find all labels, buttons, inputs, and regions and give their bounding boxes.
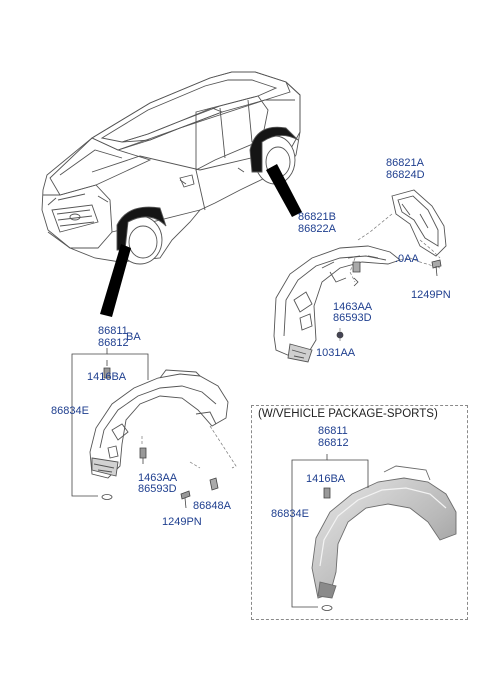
label-rear-screw-upper: 1463AA — [333, 301, 373, 313]
rear-wheel — [249, 126, 299, 185]
sports-fasteners — [321, 487, 333, 611]
rear-fasteners — [336, 259, 442, 339]
front-wheel-guard — [89, 369, 229, 479]
front-fasteners — [101, 367, 219, 509]
label-front-lower: 86812 — [98, 337, 129, 349]
label-front-upper: 86811 — [98, 325, 128, 337]
label-sports-lower: 86812 — [318, 437, 349, 449]
rear-splash-shield — [391, 189, 447, 257]
front-bracket-lines — [71, 348, 149, 497]
label-rear-screw-lower: 86593D — [333, 312, 372, 324]
rear-wheel-guard — [273, 245, 401, 363]
front-callout-arrow — [100, 244, 131, 317]
label-rear-side-lower: 86822A — [298, 223, 336, 235]
sports-package-box — [251, 405, 468, 620]
label-front-upper-partial: BA — [126, 331, 141, 343]
label-rear-nut: 1031AA — [316, 347, 356, 359]
front-callout-lines — [141, 425, 237, 469]
label-front-guard: 86834E — [51, 405, 89, 417]
label-sports-guard: 86834E — [271, 508, 309, 520]
label-sports-upper: 86811 — [318, 425, 348, 437]
label-sports-clip: 1416BA — [306, 473, 346, 485]
label-front-cover: 86848A — [193, 500, 231, 512]
label-rear-lower: 86824D — [386, 169, 425, 181]
rear-callout-arrow — [266, 164, 302, 217]
label-front-screw-lower: 86593D — [138, 483, 177, 495]
label-rear-side-upper: 86821B — [298, 211, 336, 223]
label-front-bolt: 1249PN — [162, 516, 202, 528]
label-front-screw-upper: 1463AA — [138, 472, 178, 484]
label-front-clip: 1416BA — [87, 371, 127, 383]
sports-bracket-lines — [291, 454, 369, 608]
label-rear-upper: 86821A — [386, 157, 424, 169]
label-rear-bolt: 1249PN — [411, 289, 451, 301]
sports-package-title: (W/VEHICLE PACKAGE-SPORTS) — [258, 408, 438, 420]
label-rear-clip-partial: .0AA — [395, 253, 419, 265]
sports-wheel-guard — [311, 465, 457, 599]
